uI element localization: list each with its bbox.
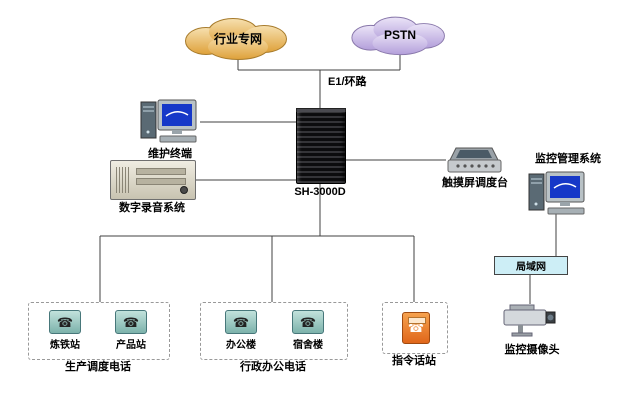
office-phones-caption: 行政办公电话 (240, 361, 306, 373)
station-label: 办公楼 (226, 340, 256, 351)
telephone-icon: ☎ (115, 310, 147, 334)
station-label: 产品站 (116, 340, 146, 351)
recorder-slot (136, 168, 186, 175)
maintenance-terminal-label: 维护终端 (148, 148, 192, 160)
telephone-icon: ☎ (49, 310, 81, 334)
pstn-cloud: PSTN (345, 13, 455, 57)
telephone-icon: ☎ (292, 310, 324, 334)
production-phones-group: ☎ 炼铁站 ☎ 产品站 (28, 302, 170, 360)
command-station-group: ☎ (382, 302, 448, 354)
command-station-caption: 指令话站 (392, 355, 436, 367)
telephone-glyph: ☎ (122, 314, 140, 330)
sh3000d-switch-icon (296, 108, 346, 184)
camera-icon (503, 304, 556, 337)
telephone-icon: ☎ (225, 310, 257, 334)
office-phones-group: ☎ 办公楼 ☎ 宿舍楼 (200, 302, 348, 360)
station-item: ☎ 宿舍楼 (286, 310, 330, 351)
sh3000d-label: SH-3000D (294, 186, 346, 198)
recorder-label: 数字录音系统 (119, 202, 185, 214)
industry-network-cloud: 行业专网 (178, 15, 298, 61)
recorder-slot (136, 178, 186, 185)
console-icon (447, 147, 502, 173)
station-item: ☎ 产品站 (109, 310, 153, 351)
telephone-glyph: ☎ (299, 314, 317, 330)
maintenance-terminal-icon (140, 94, 200, 153)
production-phones-caption: 生产调度电话 (65, 361, 131, 373)
station-label: 炼铁站 (50, 340, 80, 351)
digital-recorder-icon (110, 160, 196, 200)
telephone-glyph: ☎ (56, 314, 74, 330)
telephone-glyph: ☎ (232, 314, 250, 330)
monitor-system-icon (528, 166, 588, 225)
pstn-label: PSTN (383, 28, 416, 42)
surveillance-camera-label: 监控摄像头 (504, 344, 560, 356)
recorder-vent (116, 167, 130, 193)
cloud-icon (185, 18, 287, 60)
touchscreen-console-icon (446, 146, 504, 181)
command-phone-display (408, 317, 426, 324)
station-item: ☎ 炼铁站 (43, 310, 87, 351)
cloud-icon (351, 16, 445, 56)
station-label: 宿舍楼 (293, 340, 323, 351)
touchscreen-console-label: 触摸屏调度台 (442, 177, 508, 189)
recorder-power-button (180, 186, 188, 194)
station-item: ☎ 办公楼 (219, 310, 263, 351)
surveillance-camera-icon (500, 302, 560, 345)
e1-loop-label: E1/环路 (328, 76, 367, 88)
monitor-system-label: 监控管理系统 (535, 153, 601, 165)
desktop-computer-icon (528, 171, 585, 215)
industry-network-label: 行业专网 (213, 31, 262, 46)
lan-box: 局域网 (494, 256, 568, 275)
command-phone-icon: ☎ (402, 312, 430, 344)
desktop-computer-icon (140, 99, 197, 143)
lan-label: 局域网 (516, 262, 546, 273)
